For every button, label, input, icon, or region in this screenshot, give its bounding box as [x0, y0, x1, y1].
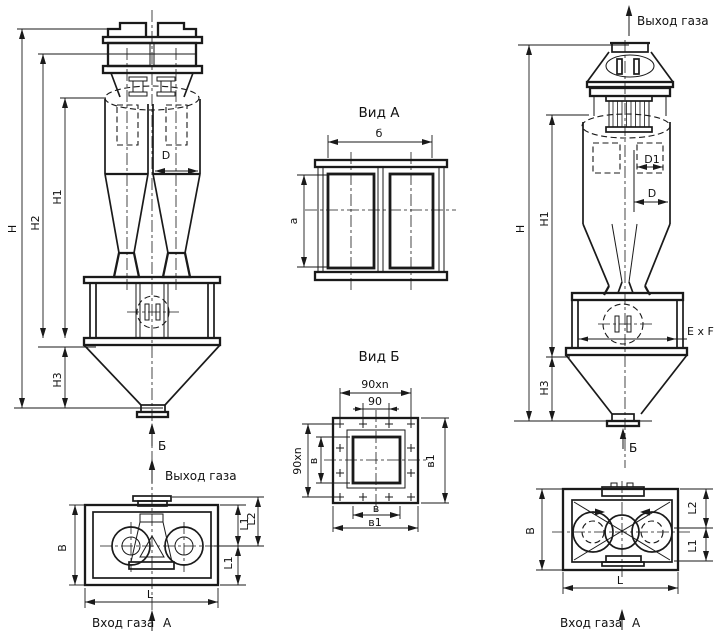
dim-label-d1-side: D1 [644, 153, 659, 166]
dim-label-v-bottom: в [373, 502, 379, 515]
front-hopper [83, 344, 221, 419]
section-label-a-front: А [163, 616, 172, 630]
plan-side-inlet-arrow [618, 609, 626, 630]
section-label-b-front: Б [158, 439, 166, 453]
dim-label-l-plan-front: L [147, 588, 154, 601]
dim-label-90xn-top: 90xn [361, 378, 389, 391]
view-b: Вид Б 90xn 90 90xn в в1 в [291, 349, 449, 532]
dim-label-l1-bottom-plan-front: L1 [222, 556, 235, 569]
plan-front-view: В L L1 L2 L1 Вход газа А [56, 495, 264, 631]
side-hopper [565, 354, 688, 428]
plan-front-body [83, 495, 220, 587]
side-view: Выход газа [514, 5, 714, 468]
side-head-assembly [585, 41, 675, 133]
plan-side-view: В L L2 L1 Вход газа А [524, 481, 713, 630]
dim-label-v1-right: в1 [424, 454, 437, 467]
dim-label-h2-front: H2 [29, 215, 42, 230]
dim-label-exf: E x F [687, 325, 714, 338]
view-a-dimensions [297, 135, 433, 268]
gas-inlet-label-side: Вход газа [560, 616, 622, 630]
gas-inlet-label-front: Вход газа [92, 616, 154, 630]
view-a-body [305, 152, 456, 292]
side-cyclone-body [581, 113, 671, 296]
front-centerlines [126, 10, 177, 632]
front-dimensions [14, 28, 198, 409]
view-b-bolt-holes [336, 420, 415, 501]
dim-label-90xn-left: 90xn [291, 447, 304, 475]
plan-front-dimensions [69, 496, 264, 608]
front-section-arrow-b [148, 423, 156, 446]
dim-label-v-left: в [307, 458, 320, 464]
front-upper-assembly [101, 35, 204, 98]
side-section-arrow-b [619, 428, 627, 449]
dim-label-l2-plan-front: L2 [245, 512, 258, 525]
front-dust-chamber [82, 275, 222, 347]
dim-label-h3-side: Н3 [538, 380, 551, 395]
view-a: Вид А б a [287, 105, 456, 292]
dim-label-h1-side: H1 [538, 211, 551, 226]
dim-label-a-view-a: a [287, 218, 300, 225]
dim-label-d-front: D [162, 149, 170, 162]
dim-label-l2-plan-side: L2 [686, 501, 699, 514]
side-gas-outlet-arrow [625, 5, 633, 36]
side-dust-chamber [564, 291, 689, 357]
dim-label-v1-bottom: в1 [368, 516, 381, 529]
dim-label-90: 90 [368, 395, 382, 408]
dim-label-h1-front: H1 [51, 189, 64, 204]
view-b-dimensions [302, 388, 449, 532]
dim-label-d-side: D [648, 187, 656, 200]
front-outlet-caps [106, 21, 198, 37]
gas-outlet-label-front: Выход газа [165, 469, 237, 483]
gas-outlet-label-side: Выход газа [637, 14, 709, 28]
plan-side-body [552, 481, 692, 577]
section-label-a-side: А [632, 616, 641, 630]
side-dimensions [514, 44, 668, 422]
view-b-title: Вид Б [359, 349, 400, 365]
dim-label-h-front: H [6, 225, 19, 233]
dim-label-b-plan-side: В [524, 527, 537, 535]
dim-label-l1-top-plan-front: L1 [238, 517, 251, 530]
dim-label-b-view-a: б [376, 127, 383, 140]
dim-label-l-plan-side: L [617, 574, 624, 587]
view-a-title: Вид А [359, 105, 401, 121]
view-b-flange [324, 410, 428, 513]
plan-side-dimensions [536, 488, 713, 594]
dim-label-l1-plan-side: L1 [686, 539, 699, 552]
section-label-b-side: Б [629, 441, 637, 455]
plan-front-inlet-arrow [148, 610, 156, 631]
front-cyclone-bodies [104, 85, 201, 279]
front-gas-outlet-arrow [148, 459, 156, 483]
dim-label-h3-front: Н3 [51, 372, 64, 387]
dim-label-b-plan-front: В [56, 544, 69, 552]
front-view: H H2 H1 Н3 D Б Выход газа [6, 10, 237, 632]
dim-label-h-side: H [514, 225, 527, 233]
